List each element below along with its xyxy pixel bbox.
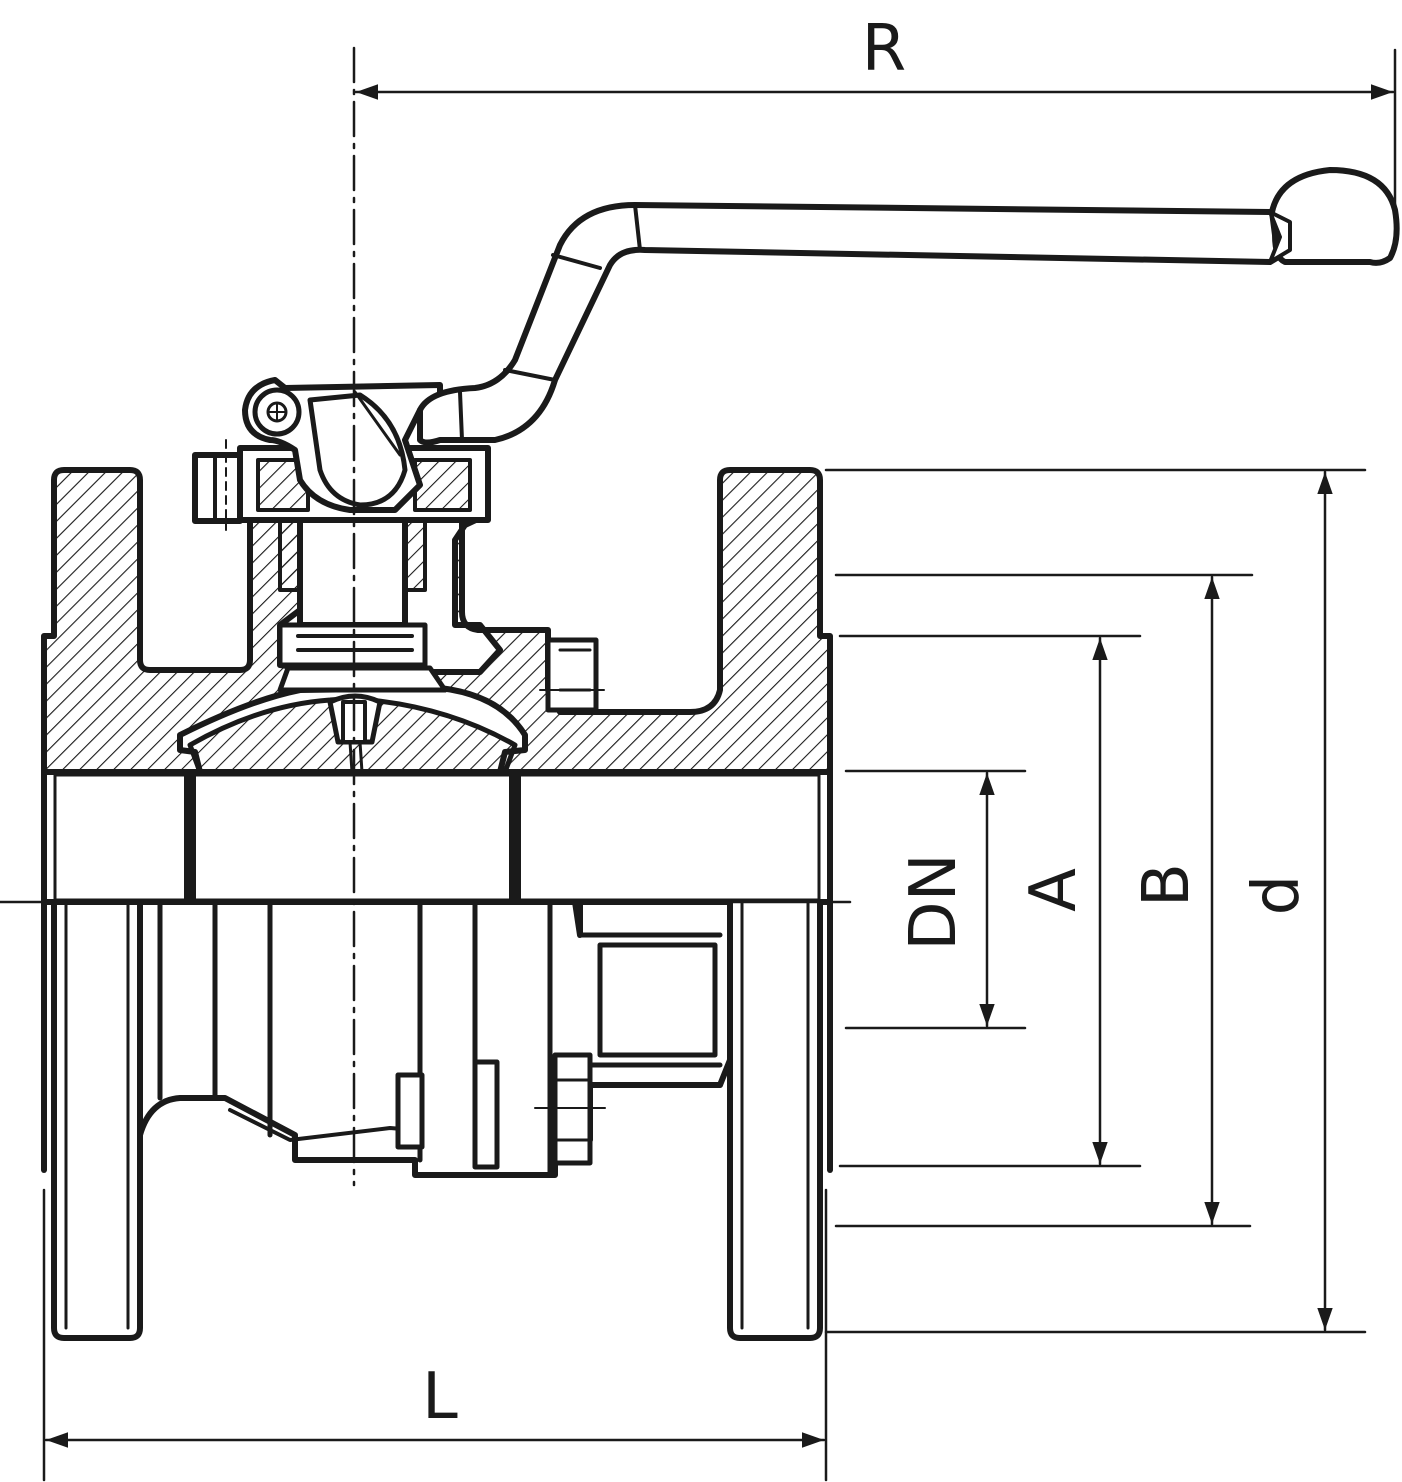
dimension-r xyxy=(354,48,1397,217)
label-r: R xyxy=(862,12,906,86)
label-b: B xyxy=(1130,863,1204,907)
label-dn: DN xyxy=(897,853,971,950)
lever-handle xyxy=(242,167,1400,513)
valve-body-section xyxy=(41,439,833,775)
label-l: L xyxy=(422,1360,458,1434)
dimension-extension-lines xyxy=(824,468,1367,1334)
label-d: d xyxy=(1240,875,1314,916)
label-a: A xyxy=(1017,868,1091,912)
valve-body-exterior xyxy=(41,769,833,1341)
center-lines xyxy=(0,46,852,1187)
dimension-l xyxy=(42,1188,828,1482)
